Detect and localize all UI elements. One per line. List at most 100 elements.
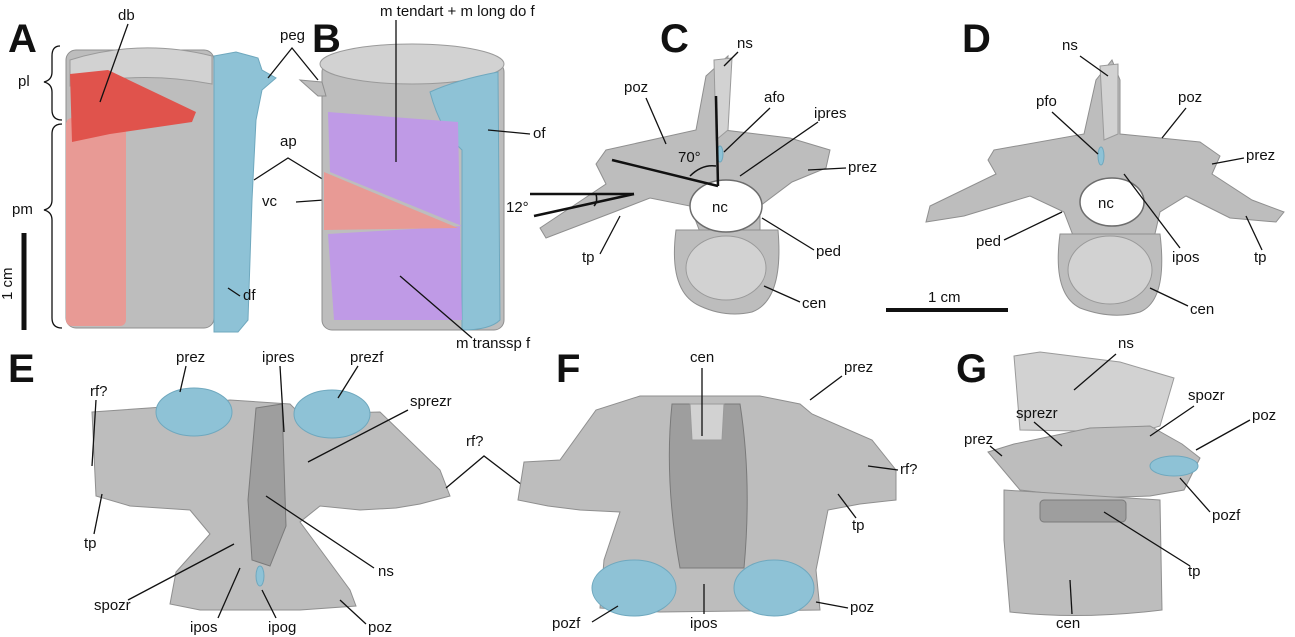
label-c-poz: poz	[624, 79, 648, 96]
label-m-transsp: m transsp f	[456, 335, 531, 352]
panel-a: A 1 cm pl pm db df	[0, 7, 276, 332]
leader-c-tp	[600, 216, 620, 254]
leader-f-prez	[810, 376, 842, 400]
label-d-poz: poz	[1178, 89, 1202, 106]
panel-a-red-muscle-area	[66, 118, 126, 326]
label-d-prez: prez	[1246, 147, 1275, 164]
label-d-pfo: pfo	[1036, 93, 1057, 110]
label-f-poz: poz	[850, 599, 874, 616]
panel-g: G ns spozr sprezr poz prez pozf tp cen	[956, 335, 1276, 632]
label-mid-rf: rf?	[466, 433, 484, 450]
label-c-70: 70°	[678, 149, 701, 166]
leader-d-ped	[1004, 212, 1062, 240]
leader-mid-rf	[446, 456, 526, 488]
label-d-cen: cen	[1190, 301, 1214, 318]
label-c-tp: tp	[582, 249, 595, 266]
leader-g-poz	[1196, 420, 1250, 450]
label-e-tp: tp	[84, 535, 97, 552]
label-peg: peg	[280, 27, 305, 44]
label-e-ns: ns	[378, 563, 394, 580]
panel-d-pfo-blue	[1098, 147, 1104, 165]
label-c-ipres: ipres	[814, 105, 847, 122]
label-ap: ap	[280, 133, 297, 150]
label-e-spozr: spozr	[94, 597, 131, 614]
leader-d-tp	[1246, 216, 1262, 250]
label-f-ipos: ipos	[690, 615, 718, 632]
ef-shared-labels: rf?	[446, 433, 526, 488]
label-e-prez: prez	[176, 349, 205, 366]
leader-f-poz	[816, 602, 848, 608]
label-d-ns: ns	[1062, 37, 1078, 54]
panel-g-pozf	[1150, 456, 1198, 476]
label-g-ns: ns	[1118, 335, 1134, 352]
panel-g-tp-base	[1040, 500, 1126, 522]
label-d-nc: nc	[1098, 195, 1114, 212]
label-of: of	[533, 125, 546, 142]
panel-d: D 1 cm ns pfo poz prez nc ped ipos tp ce…	[886, 17, 1284, 318]
label-g-spozr: spozr	[1188, 387, 1225, 404]
panel-b-peg	[300, 80, 326, 96]
panel-label-f: F	[556, 347, 580, 391]
label-g-pozf: pozf	[1212, 507, 1241, 524]
panel-e-prezf-left	[156, 388, 232, 436]
brace-pm	[44, 124, 62, 328]
label-e-ipos: ipos	[190, 619, 218, 636]
leader-e-prez	[180, 366, 186, 392]
label-d-ped: ped	[976, 233, 1001, 250]
label-pm: pm	[12, 201, 33, 218]
panel-f: F cen prez rf? tp pozf ipos poz	[518, 347, 918, 632]
scale-bar-label-a: 1 cm	[0, 267, 16, 300]
label-g-poz: poz	[1252, 407, 1276, 424]
panel-label-c: C	[660, 17, 689, 61]
label-e-ipog: ipog	[268, 619, 296, 636]
label-c-12: 12°	[506, 199, 529, 216]
panel-label-a: A	[8, 17, 37, 61]
panel-b: B m tendart + m long do f of m transsp f	[300, 3, 546, 352]
panel-e: E prez ipres prezf rf? sprezr tp ns spoz…	[8, 347, 452, 636]
label-g-cen: cen	[1056, 615, 1080, 632]
label-g-sprezr: sprezr	[1016, 405, 1058, 422]
panel-c-condyle	[686, 236, 766, 300]
panel-e-prezf-right	[294, 390, 370, 438]
leader-e-tp	[94, 494, 102, 534]
label-e-rf: rf?	[90, 383, 108, 400]
leader-g-pozf	[1180, 478, 1210, 512]
label-c-ns: ns	[737, 35, 753, 52]
label-f-rf: rf?	[900, 461, 918, 478]
panel-f-pozf-left	[592, 560, 676, 616]
label-f-prez: prez	[844, 359, 873, 376]
label-vc: vc	[262, 193, 278, 210]
panel-d-cotyle	[1068, 236, 1152, 304]
label-c-nc: nc	[712, 199, 728, 216]
panel-c: C ns poz afo ipres 70° prez 12° nc ped t…	[506, 17, 877, 314]
panel-f-pozf-right	[734, 560, 814, 616]
label-f-cen: cen	[690, 349, 714, 366]
label-e-poz: poz	[368, 619, 392, 636]
panel-e-ipog-blue	[256, 566, 264, 586]
label-m-tendart: m tendart + m long do f	[380, 3, 535, 20]
panel-label-e: E	[8, 347, 35, 391]
panel-c-neural-arch	[540, 56, 830, 238]
panel-label-g: G	[956, 347, 987, 391]
label-e-sprezr: sprezr	[410, 393, 452, 410]
label-d-tp: tp	[1254, 249, 1267, 266]
label-f-pozf: pozf	[552, 615, 581, 632]
label-db: db	[118, 7, 135, 24]
label-pl: pl	[18, 73, 30, 90]
leader-d-poz	[1162, 108, 1186, 138]
label-df: df	[243, 287, 256, 304]
brace-pl	[44, 46, 62, 120]
label-e-ipres: ipres	[262, 349, 295, 366]
panel-label-d: D	[962, 17, 991, 61]
label-d-ipos: ipos	[1172, 249, 1200, 266]
label-g-prez: prez	[964, 431, 993, 448]
label-e-prezf: prezf	[350, 349, 384, 366]
panel-f-condyle	[690, 404, 724, 440]
leader-ap	[254, 158, 324, 180]
label-f-tp: tp	[852, 517, 865, 534]
leader-peg	[268, 48, 318, 80]
leader-c-poz	[646, 98, 666, 144]
scale-bar-label-d: 1 cm	[928, 289, 961, 306]
label-c-afo: afo	[764, 89, 785, 106]
